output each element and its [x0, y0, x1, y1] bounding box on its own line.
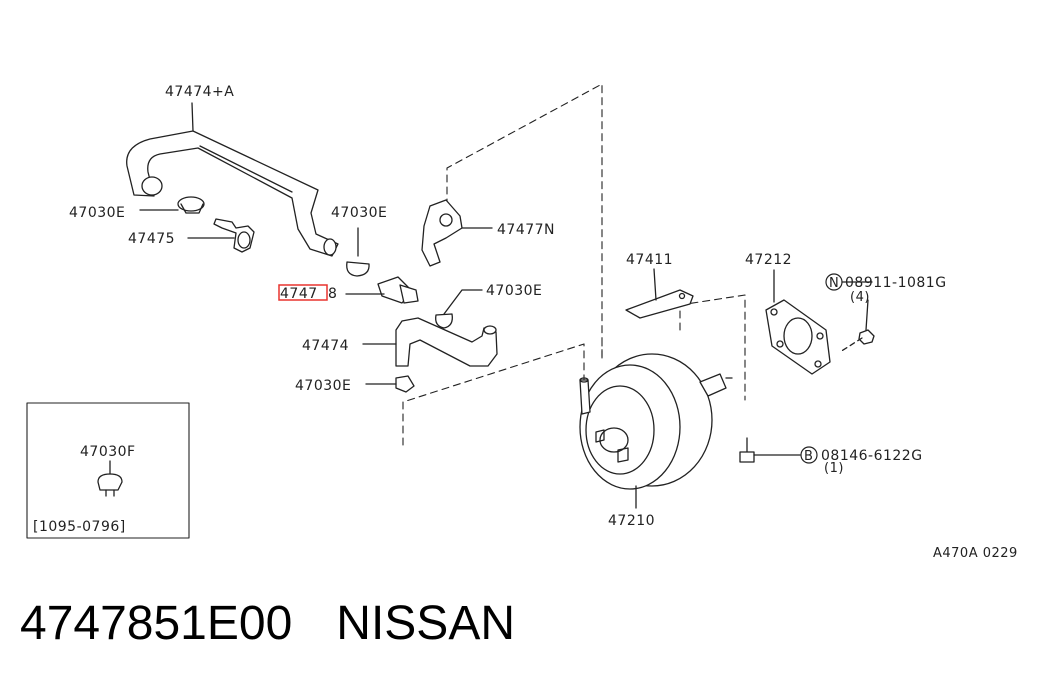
- diagram-code: A470A 0229: [933, 546, 1018, 561]
- label-47210: 47210: [608, 513, 655, 529]
- label-4747-suffix: 8: [328, 286, 337, 302]
- clamp-47030E-mid: [346, 227, 370, 277]
- label-47030E-3: 47030E: [486, 283, 542, 299]
- bolt-08146: [739, 437, 801, 463]
- elbow-47475: [187, 218, 255, 253]
- brake-booster-47210: [579, 353, 733, 509]
- label-47030E-4: 47030E: [295, 378, 351, 394]
- clamp-47030E-upper: [139, 196, 205, 214]
- highlight-box: [278, 284, 328, 301]
- label-47030E-2: 47030E: [331, 205, 387, 221]
- label-47474: 47474: [302, 338, 349, 354]
- gasket-47212: [765, 269, 831, 375]
- label-47212: 47212: [745, 252, 792, 268]
- label-08146-qty: (1): [824, 461, 844, 476]
- circle-B-letter: B: [804, 449, 813, 464]
- hose-47474A: [126, 102, 339, 257]
- bracket-47411: [625, 268, 694, 319]
- inset-box: [26, 402, 190, 539]
- brand-name: NISSAN: [336, 597, 515, 650]
- label-inset-range: [1095-0796]: [33, 519, 126, 535]
- clamp-47030E-lower: [365, 375, 415, 393]
- dashed-group-lines: [402, 83, 746, 446]
- label-47474A: 47474+A: [165, 84, 234, 100]
- footer-title: 4747851E00 NISSAN: [20, 596, 515, 651]
- label-47475: 47475: [128, 231, 175, 247]
- check-valve-47478: [345, 276, 419, 304]
- nut-08911: [839, 299, 875, 353]
- circle-B-icon: [800, 446, 818, 464]
- label-47411: 47411: [626, 252, 673, 268]
- circle-N-letter: N: [829, 276, 839, 291]
- label-08911: 08911-1081G: [845, 275, 947, 291]
- label-47477N: 47477N: [497, 222, 555, 238]
- part-number: 4747851E00: [20, 597, 293, 650]
- circle-N-icon: [825, 273, 843, 291]
- hose-47474: [362, 317, 498, 367]
- label-inset-part: 47030F: [80, 444, 136, 460]
- label-08146: 08146-6122G: [821, 448, 923, 464]
- bracket-47477N: [421, 199, 493, 267]
- clamp-47030E-right: [435, 289, 483, 329]
- label-08911-qty: (4): [850, 290, 870, 305]
- label-4747-highlight: 4747: [280, 286, 318, 302]
- label-47030E-1: 47030E: [69, 205, 125, 221]
